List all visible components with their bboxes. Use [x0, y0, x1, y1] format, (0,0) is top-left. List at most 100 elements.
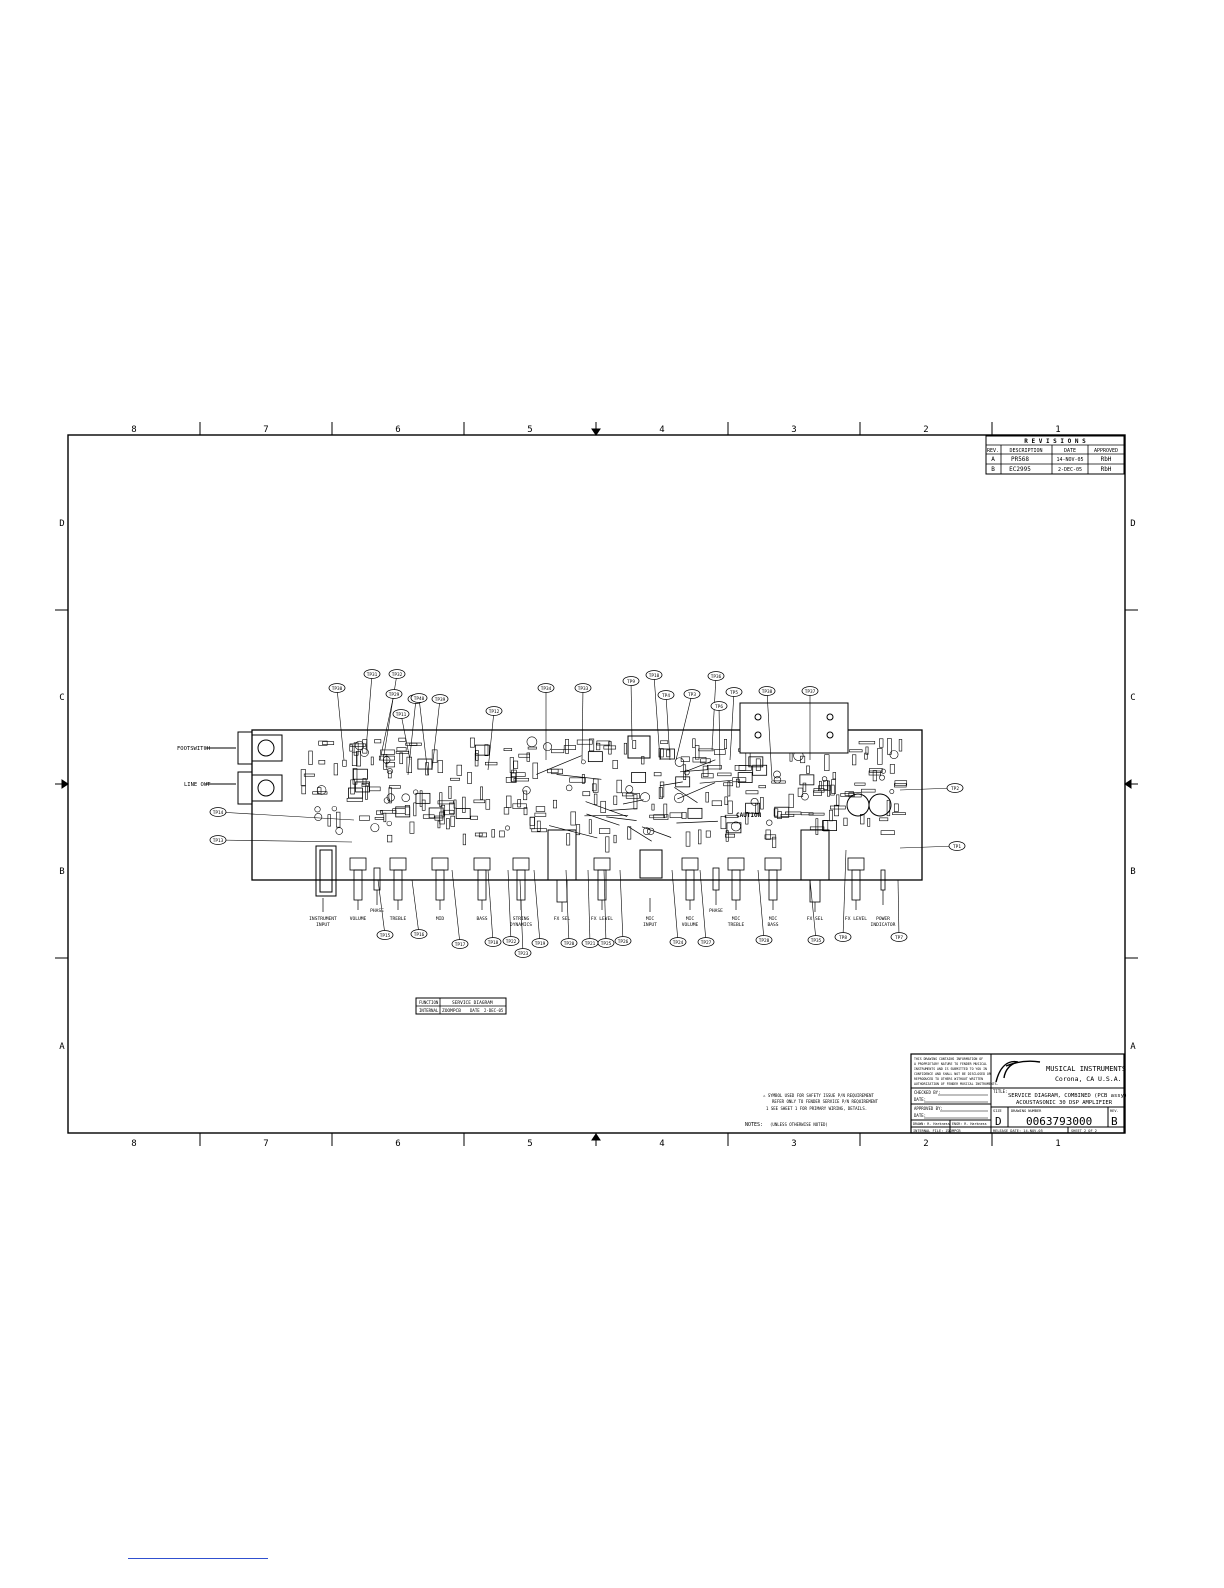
svg-text:TP10: TP10 [649, 673, 660, 679]
approved-date-label: DATE: [914, 1113, 926, 1118]
svg-text:TP31: TP31 [367, 672, 378, 678]
svg-text:TP8: TP8 [839, 935, 847, 941]
test-point-tp24: TP24 [670, 870, 686, 947]
pcb-component [849, 750, 862, 752]
heatsink [740, 703, 848, 753]
test-point-tp21: TP21 [582, 870, 598, 948]
pcb-component [599, 829, 610, 834]
pcb-component [376, 811, 382, 815]
control-mid: MID [432, 858, 448, 922]
pcb-component [627, 827, 630, 839]
instrument-input-jack [316, 846, 336, 896]
test-point-tp10: TP10 [646, 671, 662, 761]
svg-text:TP13: TP13 [213, 838, 224, 844]
pcb-component [832, 780, 836, 794]
pcb-component [650, 815, 665, 818]
pcb-component [699, 749, 714, 751]
pcb-component [317, 786, 326, 795]
pcb-component [528, 747, 536, 749]
pcb-component [724, 783, 733, 786]
pcb-component [693, 757, 706, 762]
notes-block: NOTES: ⚠ SYMBOL USED FOR SAFETY ISSUE P/… [745, 1093, 879, 1128]
function-box: FUNCTION SERVICE DIAGRAM INTERNAL ZOOMPC… [416, 998, 506, 1014]
checked-by-label: CHECKED BY: [914, 1090, 941, 1095]
zone-row-label: A [59, 1042, 65, 1052]
control-label: VOLUME [682, 922, 699, 928]
svg-text:TP19: TP19 [535, 941, 546, 947]
pcb-component [387, 835, 391, 842]
svg-text:TP23: TP23 [518, 951, 529, 957]
pcb-component [543, 743, 551, 751]
test-point-tp19: TP19 [532, 870, 548, 948]
pcb-component [457, 765, 462, 775]
pcb-component [450, 778, 459, 780]
pcb-component [589, 820, 591, 834]
pcb-component [877, 748, 882, 764]
pcb-component [774, 771, 781, 778]
footer-link-underline[interactable] [128, 1558, 268, 1559]
zone-column-label: 1 [1055, 1139, 1060, 1149]
pcb-component [781, 814, 794, 816]
pcb-component [530, 817, 534, 829]
function-value: SERVICE DIAGRAM [452, 1000, 493, 1006]
pcb-component [336, 828, 343, 835]
pcb-component [686, 832, 690, 846]
footswitch-label: FOOTSWITCH [177, 746, 210, 752]
pcb-component [343, 760, 347, 766]
pcb-component [899, 739, 902, 751]
pcb-component [519, 754, 530, 757]
pcb-component [652, 804, 654, 810]
test-point-tp7: TP7 [891, 880, 907, 942]
control-label: INSTRUMENT [309, 916, 337, 922]
zone-row-label: C [59, 693, 64, 703]
pcb-component [810, 827, 824, 830]
pcb-component [451, 816, 455, 826]
svg-text:TP36: TP36 [711, 674, 722, 680]
pcb-trace [674, 787, 697, 802]
pcb-component [467, 773, 471, 784]
control-label: STRING [513, 916, 530, 922]
svg-text:TP7: TP7 [895, 935, 903, 941]
pcb-component [592, 784, 596, 791]
pcb-component [881, 831, 894, 835]
pcb-trace [536, 756, 581, 775]
pcb-component [334, 764, 338, 775]
date-value-box: 2-DEC-05 [484, 1008, 504, 1013]
rev-row-a-rev: A [991, 456, 995, 463]
pcb-component [613, 760, 618, 768]
svg-text:TP2: TP2 [951, 786, 959, 792]
rev-header-approved: APPROVED [1094, 448, 1118, 454]
pcb-component [518, 799, 521, 807]
footswitch-jack [205, 732, 282, 764]
pcb-component [388, 771, 391, 778]
pcb-component [387, 821, 392, 826]
svg-text:TP34: TP34 [541, 686, 552, 692]
test-point-tp39: TP39 [432, 695, 448, 771]
svg-text:TP16: TP16 [414, 932, 425, 938]
ic-chip [823, 821, 837, 831]
revisions-title: R E V I S I O N S [1024, 438, 1086, 445]
pcb-component [789, 794, 793, 808]
pcb-component [766, 820, 772, 826]
pcb-component [601, 801, 606, 812]
control-fx-level: FX LEVEL [845, 858, 867, 922]
pcb-component [500, 831, 505, 837]
zone-column-label: 6 [395, 1139, 400, 1149]
pcb-component [893, 813, 906, 815]
test-point-tp18: TP18 [485, 870, 501, 947]
pcb-component [660, 741, 667, 744]
pcb-trace [623, 800, 644, 804]
checked-date-label: DATE: [914, 1097, 926, 1102]
pcb-component [485, 745, 488, 756]
ic-chip [588, 752, 602, 762]
pcb-component [695, 745, 699, 759]
control-label: MIC [732, 916, 741, 922]
zone-column-label: 8 [131, 1139, 136, 1149]
ic-chip [688, 808, 702, 818]
pcb-component [614, 835, 616, 843]
ic-chip [660, 749, 674, 759]
pcb-component [785, 812, 801, 814]
pcb-component [471, 816, 478, 819]
pcb-component [365, 786, 367, 800]
